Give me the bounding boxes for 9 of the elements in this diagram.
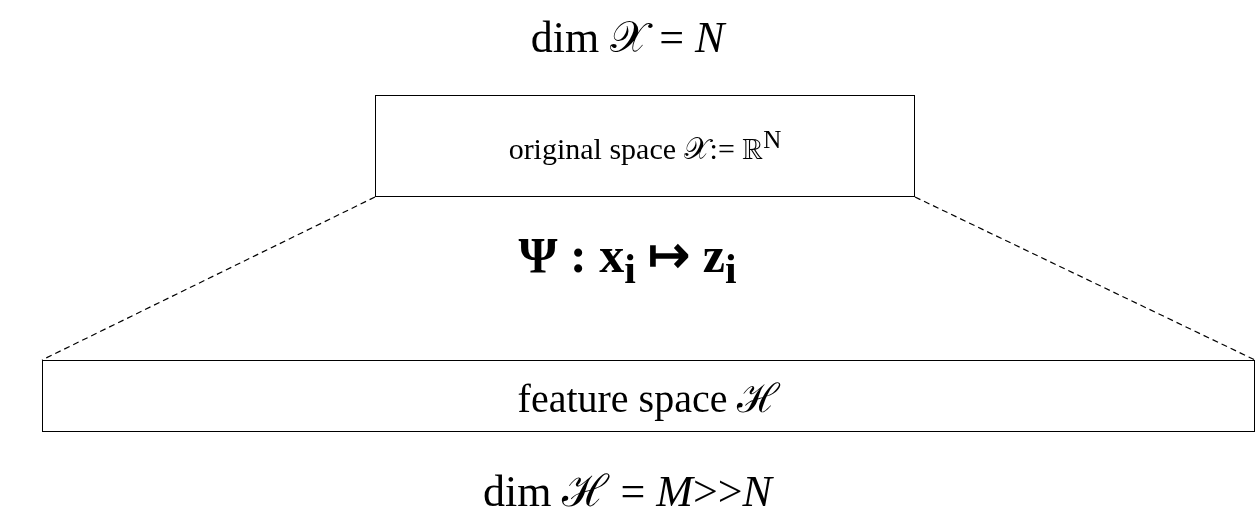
mapping-formula: Ψ : x$_{i}$ ↦ z$_{i}$: [518, 227, 737, 283]
box-label: original space 𝒳:= ℝ$^{N}$: [508, 125, 782, 167]
dimension-formula: dim ℋ = M>>N: [483, 467, 772, 516]
space-box: [375, 95, 915, 197]
dimension-formula: dim 𝒳 = N: [530, 13, 725, 62]
space-box: [42, 360, 1255, 432]
dashed-line: [41, 196, 376, 361]
box-label: feature space ℋ: [517, 374, 780, 423]
dashed-line: [914, 196, 1255, 361]
